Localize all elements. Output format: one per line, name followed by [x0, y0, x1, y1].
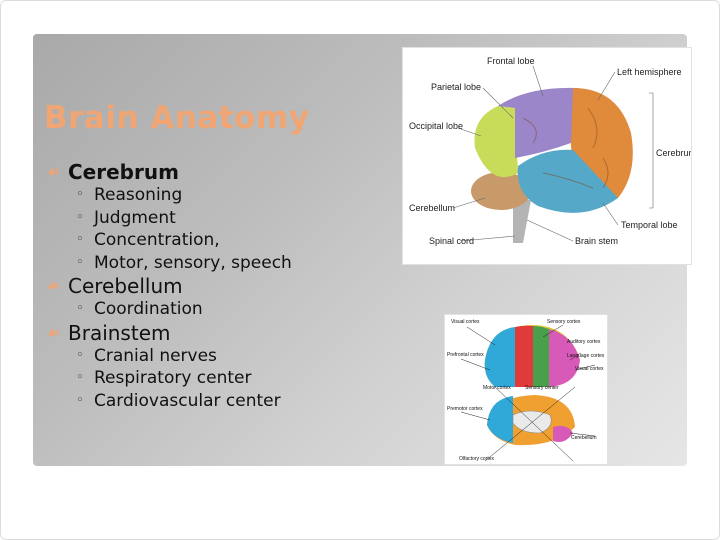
sub-bullet: ◦ Cardiovascular center — [46, 390, 386, 413]
brain-stem-shape — [513, 198, 531, 243]
left-hemisphere-label: Left hemisphere — [617, 67, 682, 77]
spinal-cord-label: Spinal cord — [429, 236, 474, 246]
cortex-functions-image: Visual cortex Sensory cortex Auditory co… — [444, 314, 608, 465]
circle-bullet-icon: ◦ — [76, 370, 84, 385]
prefrontal-region-shape — [484, 327, 515, 387]
sub-list-cerebellum: ◦ Coordination — [46, 298, 386, 321]
temporal-lobe-label: Temporal lobe — [621, 220, 678, 230]
bullet-cerebrum: ☙ Cerebrum — [46, 160, 386, 184]
bullet-cerebellum: ☙ Cerebellum — [46, 274, 386, 298]
connector-lines — [460, 324, 596, 462]
motor-region-shape — [515, 325, 533, 387]
sub-bullet: ◦ Coordination — [46, 298, 386, 321]
bullet-brainstem: ☙ Brainstem — [46, 321, 386, 345]
sensory-cortex-label: Sensory cortex — [547, 319, 581, 325]
bullet-marker-icon: ☙ — [46, 162, 61, 181]
brain-stem-label: Brain stem — [575, 236, 618, 246]
sub-bullet: ◦ Motor, sensory, speech — [46, 252, 386, 275]
lower-frontal-shape — [487, 396, 513, 443]
sub-bullet-label: Respiratory center — [94, 368, 252, 388]
bullet-label: Cerebellum — [68, 274, 183, 298]
visual-region-shape — [549, 329, 580, 387]
sensory-region-shape — [533, 326, 549, 387]
sub-bullet-label: Concentration, — [94, 230, 220, 250]
parietal-lobe-shape — [498, 87, 578, 158]
language-cortex-label: Language cortex — [567, 353, 605, 359]
circle-bullet-icon: ◦ — [76, 392, 84, 408]
slide-title: Brain Anatomy — [44, 100, 310, 136]
circle-bullet-icon: ◦ — [76, 254, 84, 270]
occipital-lobe-shape — [474, 106, 518, 178]
cerebellum-shape — [471, 172, 531, 210]
brain-lobes-diagram: Frontal lobe Left hemisphere Parietal lo… — [409, 56, 696, 246]
sub-bullet: ◦ Reasoning — [46, 184, 386, 207]
cerebellum-label: Cerebellum — [409, 203, 455, 213]
sensory-center-label: Sensory center — [525, 385, 559, 391]
bullet-list: ☙ Cerebrum ◦ Reasoning ◦ Judgment ◦ Concentr… — [46, 160, 386, 412]
sub-bullet-label: Cardiovascular center — [94, 390, 281, 411]
bullet-label: Cerebrum — [68, 160, 179, 184]
sub-bullet-label: Cranial nerves — [94, 345, 217, 366]
sub-bullet: ◦ Concentration, — [46, 229, 386, 252]
circle-bullet-icon: ◦ — [76, 187, 84, 202]
sub-bullet-label: Reasoning — [94, 185, 183, 205]
parietal-lobe-label: Parietal lobe — [431, 82, 481, 92]
bullet-marker-icon: ☙ — [46, 276, 61, 295]
circle-bullet-icon: ◦ — [76, 347, 84, 363]
bullet-label: Brainstem — [68, 320, 171, 345]
sulci-lines — [522, 107, 609, 189]
brain-lobes-image: Frontal lobe Left hemisphere Parietal lo… — [402, 47, 696, 265]
occipital-medial-shape — [553, 425, 573, 442]
cerebellum-small-label: Cerebellum — [571, 435, 597, 441]
cortex-functions-diagram: Visual cortex Sensory cortex Auditory co… — [447, 319, 605, 462]
circle-bullet-icon: ◦ — [76, 232, 84, 247]
cerebrum-label: Cerebrum — [656, 148, 691, 158]
circle-bullet-icon: ◦ — [76, 209, 84, 225]
olfactory-cortex-label: Olfactory cortex — [459, 456, 495, 462]
sub-bullet: ◦ Judgment — [46, 207, 386, 230]
visual-cortex-label: Visual cortex — [575, 366, 604, 372]
leader-lines — [452, 65, 654, 242]
occipital-lobe-label: Occipital lobe — [409, 121, 463, 131]
sub-bullet: ◦ Cranial nerves — [46, 345, 386, 368]
temporal-lobe-shape — [517, 149, 618, 213]
motor-cortex-label: Motor cortex — [483, 385, 511, 391]
visual-cortex-top-label: Visual cortex — [451, 319, 480, 325]
sub-bullet-label: Coordination — [94, 299, 203, 319]
sub-bullet-label: Motor, sensory, speech — [94, 252, 292, 273]
sub-list-cerebrum: ◦ Reasoning ◦ Judgment ◦ Concentration, ◦ Mo… — [46, 184, 386, 274]
auditory-cortex-label: Auditory cortex — [567, 339, 601, 345]
circle-bullet-icon: ◦ — [76, 301, 84, 316]
prefrontal-cortex-label: Prefrontal cortex — [447, 352, 484, 358]
frontal-lobe-label: Frontal lobe — [487, 56, 535, 66]
sub-list-brainstem: ◦ Cranial nerves ◦ Respiratory center ◦ Car… — [46, 345, 386, 413]
premotor-cortex-label: Premotor cortex — [447, 406, 483, 412]
bullet-marker-icon: ☙ — [46, 322, 61, 342]
sub-bullet-label: Judgment — [94, 207, 176, 228]
sub-bullet: ◦ Respiratory center — [46, 367, 386, 390]
